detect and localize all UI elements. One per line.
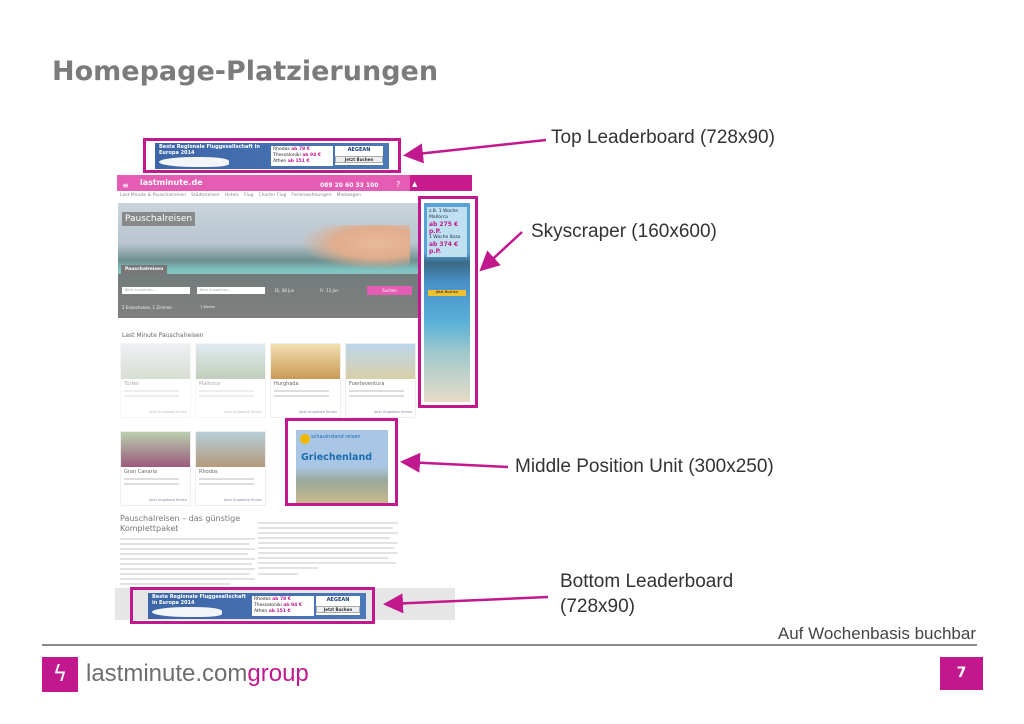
- hero-title: Pauschalreisen: [122, 212, 196, 226]
- help-icon[interactable]: ?: [396, 180, 401, 189]
- text-column-left: [120, 538, 255, 588]
- arrow-skyscraper: [479, 231, 523, 272]
- nav-item[interactable]: Mietwagen: [336, 193, 362, 198]
- label-top-leaderboard: Top Leaderboard (728x90): [551, 127, 775, 148]
- plane-image: [159, 157, 229, 167]
- search-button[interactable]: Suchen: [367, 286, 412, 295]
- bottom-leaderboard-banner[interactable]: Beste Regionale Fluggesellschaft in Euro…: [148, 593, 366, 619]
- lastminute-logo-icon: ϟ: [42, 657, 78, 692]
- bottom-leaderboard-frame: [130, 587, 375, 624]
- search-tab[interactable]: Pauschalreisen: [121, 265, 168, 274]
- duration-select[interactable]: 1 Woche: [200, 305, 216, 309]
- nav-item[interactable]: Städtereisen: [191, 193, 220, 198]
- nav-item[interactable]: Flug: [243, 193, 254, 198]
- site-logo[interactable]: lastminute.de: [140, 178, 203, 187]
- phone-number: 089 20 60 33 100: [320, 182, 379, 189]
- sun-logo-icon: [300, 434, 310, 444]
- mpu-banner[interactable]: schauinsland reisen Griechenland: [296, 430, 388, 503]
- date-from[interactable]: Di, 08 Jun: [275, 288, 295, 293]
- site-nav: Last Minute & Pauschalreisen Städtereise…: [120, 193, 361, 198]
- arrow-top-leaderboard: [403, 138, 547, 164]
- brand-name: lastminute.comgroup: [86, 660, 309, 687]
- nav-item[interactable]: Charter Flug: [258, 193, 287, 198]
- label-bottom-leaderboard: Bottom Leaderboard: [560, 571, 734, 592]
- destination-select[interactable]: Bitte auswählen ...: [197, 287, 265, 294]
- banner-cta[interactable]: Jetzt Buchen: [335, 156, 383, 163]
- footer-divider: [42, 644, 977, 646]
- slide-title: Homepage-Platzierungen: [52, 56, 439, 87]
- date-to[interactable]: Fr, 11 Jun: [320, 288, 339, 293]
- label-bottom-leaderboard-size: (728x90): [560, 596, 635, 617]
- hero-legs-image: [300, 225, 410, 270]
- mpu-frame: [285, 418, 398, 506]
- label-skyscraper: Skyscraper (160x600): [531, 221, 717, 242]
- booking-note: Auf Wochenbasis buchbar: [777, 624, 976, 643]
- skyscraper-cta[interactable]: Jetzt Buchen: [428, 290, 466, 296]
- section-title: Last Minute Pauschalreisen: [122, 332, 204, 339]
- top-leaderboard-frame: [143, 138, 401, 173]
- text-column-right: [258, 522, 398, 582]
- page-number: 7: [940, 657, 983, 690]
- site-header-extension: [410, 175, 472, 191]
- text-heading: Pauschalreisen – das günstige Komplettpa…: [120, 514, 241, 533]
- menu-icon[interactable]: ≡: [122, 181, 129, 190]
- nav-item[interactable]: Hotels: [224, 193, 239, 198]
- mpu-brand: schauinsland reisen: [311, 434, 361, 440]
- search-panel: [118, 274, 418, 318]
- top-leaderboard-banner: Beste Regionale Fluggesellschaft in Euro…: [155, 143, 389, 169]
- nav-item[interactable]: Last Minute & Pauschalreisen: [120, 193, 187, 198]
- mpu-headline: Griechenland: [301, 452, 373, 463]
- guests-select[interactable]: 2 Erwachsene, 1 Zimmer: [122, 305, 173, 310]
- banner-headline: Beste Regionale Fluggesellschaft in Euro…: [159, 144, 260, 156]
- site-header: [117, 175, 472, 191]
- label-mpu: Middle Position Unit (300x250): [515, 456, 774, 477]
- departure-select[interactable]: Bitte auswählen ...: [122, 287, 190, 294]
- skyscraper-frame: [418, 196, 478, 408]
- banner-prices: Rhodos ab 78 € Thessaloniki ab 94 € Athe…: [271, 146, 333, 166]
- user-icon[interactable]: ▲: [412, 180, 418, 188]
- nav-item[interactable]: Ferienwohnungen: [291, 193, 332, 198]
